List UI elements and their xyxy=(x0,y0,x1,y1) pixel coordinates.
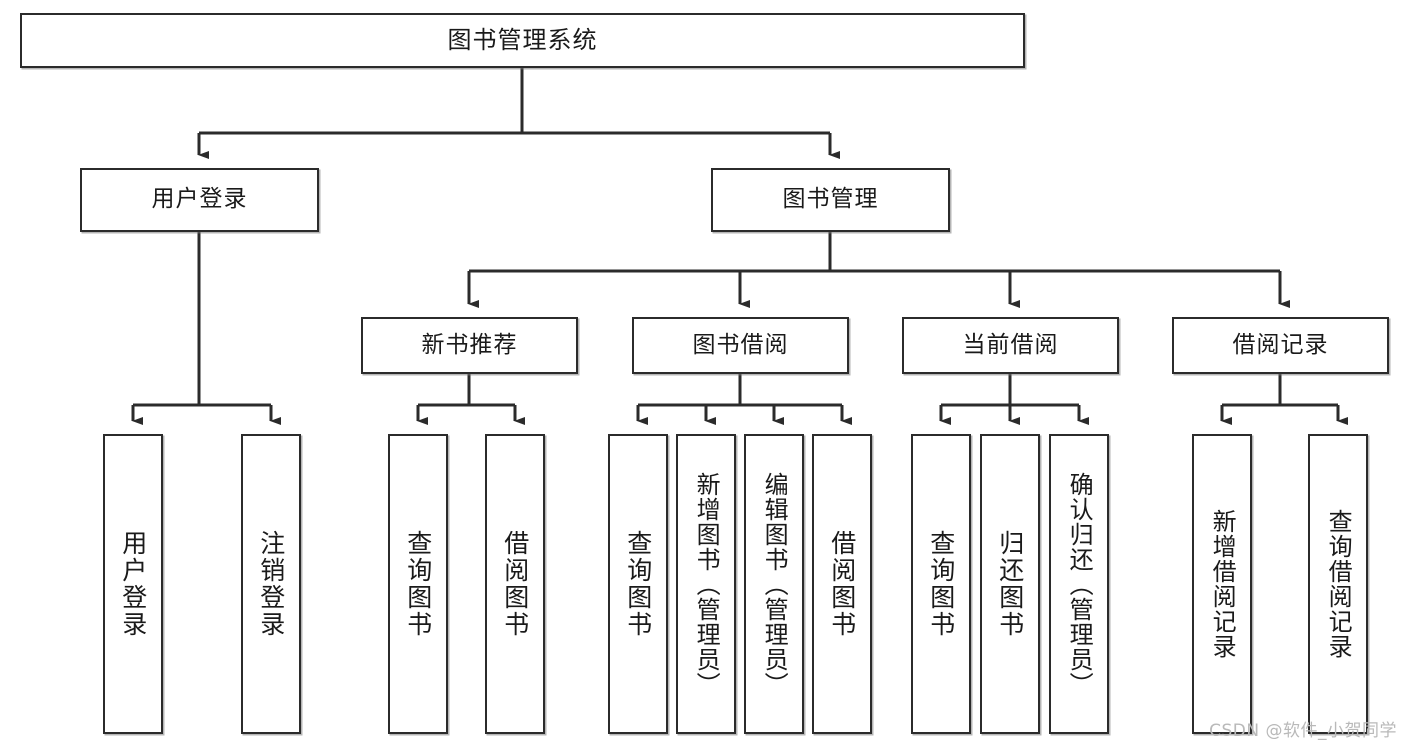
node-label: 编辑图书（管理员） xyxy=(760,471,789,697)
node-label: 归还图书 xyxy=(995,530,1025,638)
node-label: 查询借阅记录 xyxy=(1324,509,1353,659)
leaf-borrow-book-recommend[interactable]: 借阅图书 xyxy=(485,434,545,734)
node-label: 确认归还（管理员） xyxy=(1065,471,1094,697)
node-label: 图书管理 xyxy=(782,186,879,213)
leaf-confirm-return-admin[interactable]: 确认归还（管理员） xyxy=(1049,434,1109,734)
node-current-borrow[interactable]: 当前借阅 xyxy=(902,317,1119,374)
leaf-logout[interactable]: 注销登录 xyxy=(241,434,301,734)
leaf-edit-book-admin[interactable]: 编辑图书（管理员） xyxy=(744,434,804,734)
leaf-query-borrow-record[interactable]: 查询借阅记录 xyxy=(1308,434,1368,734)
leaf-add-book-admin[interactable]: 新增图书（管理员） xyxy=(676,434,736,734)
leaf-return-book[interactable]: 归还图书 xyxy=(980,434,1040,734)
leaf-query-book-recommend[interactable]: 查询图书 xyxy=(388,434,448,734)
node-label: 借阅记录 xyxy=(1232,331,1329,358)
node-label: 查询图书 xyxy=(403,530,433,638)
leaf-user-login[interactable]: 用户登录 xyxy=(103,434,163,734)
node-label: 新书推荐 xyxy=(421,331,518,358)
leaf-query-book-current[interactable]: 查询图书 xyxy=(911,434,971,734)
node-label: 用户登录 xyxy=(118,530,148,638)
node-label: 新增借阅记录 xyxy=(1208,509,1237,659)
node-label: 借阅图书 xyxy=(500,530,530,638)
node-label: 图书管理系统 xyxy=(447,26,598,55)
node-label: 新增图书（管理员） xyxy=(692,471,721,697)
watermark: CSDN @软件_小贺同学 xyxy=(1209,721,1397,741)
leaf-borrow-book[interactable]: 借阅图书 xyxy=(812,434,872,734)
node-book-management[interactable]: 图书管理 xyxy=(711,168,950,232)
node-label: 查询图书 xyxy=(926,530,956,638)
node-label: 注销登录 xyxy=(256,530,286,638)
node-label: 查询图书 xyxy=(623,530,653,638)
node-label: 用户登录 xyxy=(151,186,248,213)
node-book-borrow[interactable]: 图书借阅 xyxy=(632,317,849,374)
node-user-login[interactable]: 用户登录 xyxy=(80,168,319,232)
node-label: 图书借阅 xyxy=(692,331,789,358)
node-root-system[interactable]: 图书管理系统 xyxy=(20,13,1025,68)
node-label: 当前借阅 xyxy=(962,331,1059,358)
node-new-book-recommend[interactable]: 新书推荐 xyxy=(361,317,578,374)
leaf-query-book[interactable]: 查询图书 xyxy=(608,434,668,734)
leaf-add-borrow-record[interactable]: 新增借阅记录 xyxy=(1192,434,1252,734)
node-label: 借阅图书 xyxy=(827,530,857,638)
node-borrow-record[interactable]: 借阅记录 xyxy=(1172,317,1389,374)
